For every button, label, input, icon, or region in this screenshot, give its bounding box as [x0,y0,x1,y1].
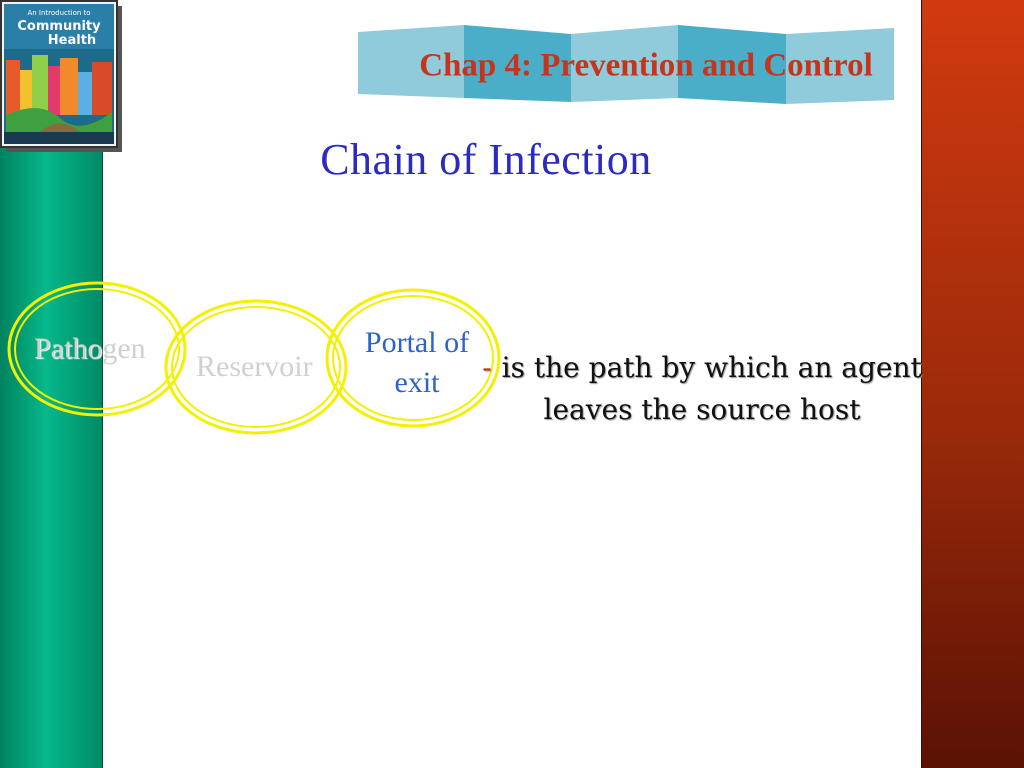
banner-ribbon-shape [358,25,894,104]
ring-label-reservoir: Reservoir [196,350,313,383]
description-dash: - [482,351,492,384]
book-cover-image: An Introduction to Community Health [0,0,122,152]
ring-portal-of-exit [325,288,501,428]
ring-reservoir [164,299,348,435]
chapter-banner: Chap 4: Prevention and Control [356,22,896,108]
chapter-banner-title: Chap 4: Prevention and Control [419,47,873,84]
ring-label-pathogen: Pathogen [34,332,146,365]
book-title-line1: An Introduction to [27,9,90,17]
chain-rings [7,281,501,435]
description-text: is the path by which an agent leaves the… [501,351,922,426]
book-title-line2: Community [17,19,101,34]
ring-pathogen [7,281,187,417]
slide-title: Chain of Infection [320,135,652,184]
book-title-line3: Health [48,33,96,48]
ring-label-portal-of-exit: Portal of exit [364,326,470,399]
portal-of-exit-description: -is the path by which an agent leaves th… [482,347,922,431]
right-decorative-bar [921,0,1024,768]
